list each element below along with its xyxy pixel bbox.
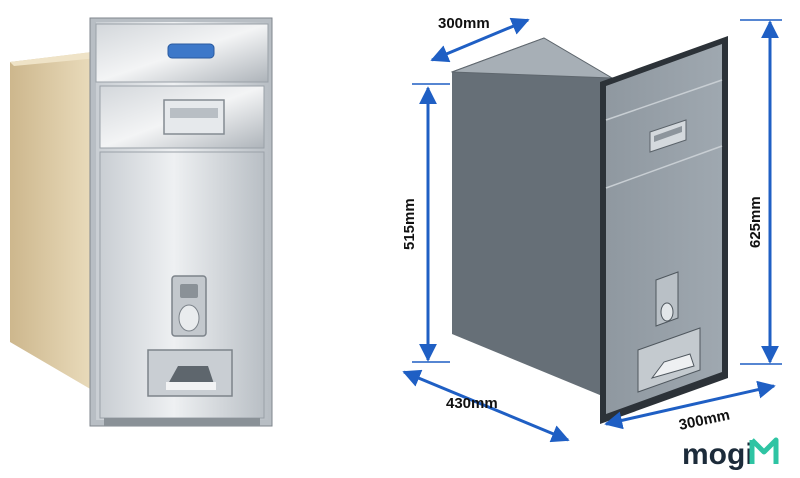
dim-line-top-depth — [430, 17, 530, 63]
label-height-front: 625mm — [747, 196, 764, 248]
label-bottom-depth: 430mm — [446, 395, 498, 412]
label-height-body: 515mm — [401, 198, 418, 250]
logo-mark-icon — [749, 437, 779, 464]
right-dimension-diagram: 300mm 515mm 625mm 430mm 300mm — [401, 15, 782, 443]
cabinet-side — [10, 52, 92, 390]
left-dispenser-render — [10, 17, 273, 427]
blue-display — [167, 43, 215, 59]
label-bottom-width: 300mm — [677, 407, 731, 434]
dim-line-bottom-depth — [402, 369, 570, 443]
mogi-logo: mogi — [682, 437, 779, 471]
label-top-depth: 300mm — [438, 15, 490, 32]
front-plate — [606, 44, 722, 414]
logo-text: mogi — [682, 438, 754, 471]
dim-line-bottom-width — [604, 380, 776, 430]
cabinet-top — [10, 52, 98, 66]
dimension-lines — [402, 17, 782, 443]
